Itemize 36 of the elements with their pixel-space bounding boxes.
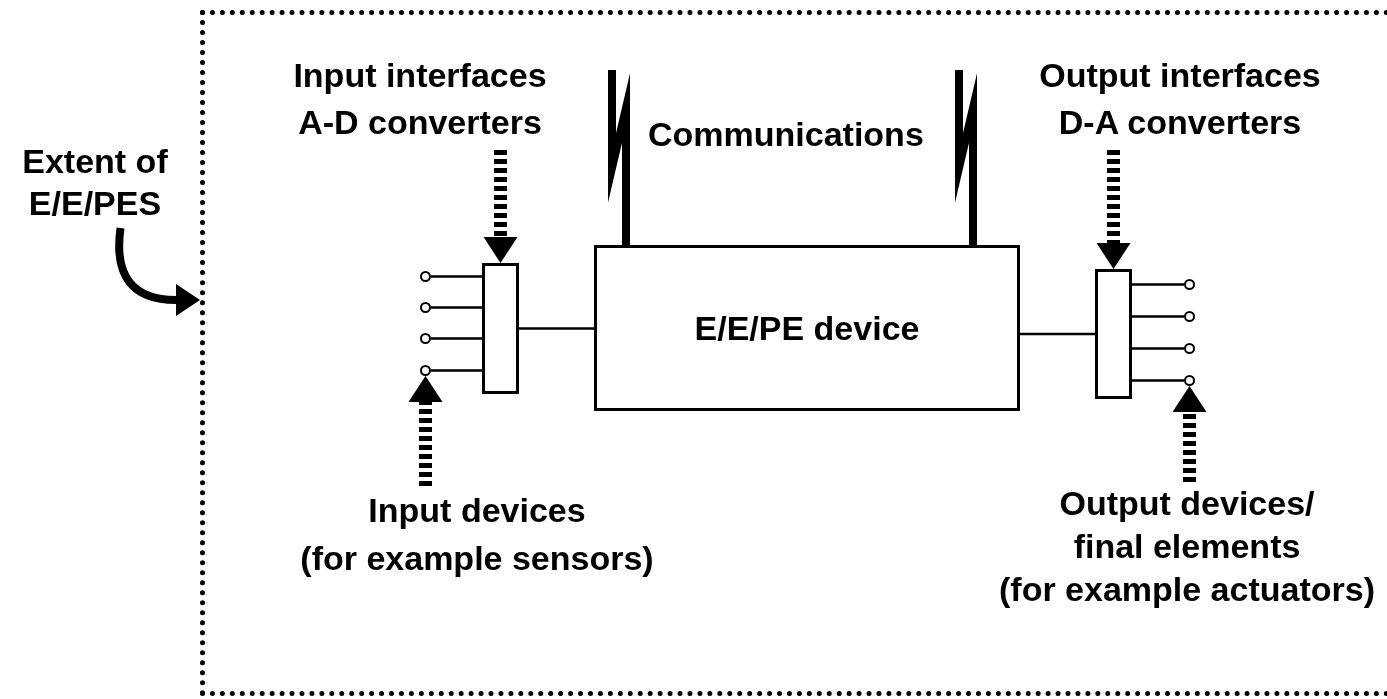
text-label: Input interfaces A-D converters bbox=[292, 55, 548, 143]
connector-line bbox=[431, 369, 482, 372]
terminal-circle bbox=[1184, 343, 1195, 354]
text-label: Output interfaces D-A converters bbox=[1038, 55, 1322, 143]
device-label: E/E/PE device bbox=[694, 308, 920, 348]
terminal-circle bbox=[420, 302, 431, 313]
system-boundary bbox=[200, 10, 1387, 696]
connector-line bbox=[1132, 379, 1184, 382]
arrow bbox=[1096, 150, 1131, 269]
text-label: Input devices bbox=[368, 490, 586, 531]
terminal-circle bbox=[420, 333, 431, 344]
connector-line bbox=[1132, 283, 1184, 286]
text-label: (for example sensors) bbox=[300, 538, 654, 579]
text-label: Extent of E/E/PES bbox=[21, 141, 169, 224]
interface-box bbox=[482, 263, 519, 394]
arrow bbox=[483, 150, 518, 263]
text-label: Communications bbox=[648, 114, 924, 155]
connector-line bbox=[1020, 332, 1095, 336]
terminal-circle bbox=[420, 365, 431, 376]
terminal-circle bbox=[1184, 375, 1195, 386]
connector-line bbox=[431, 337, 482, 340]
arrow bbox=[408, 376, 443, 486]
text-label: (for example actuators) bbox=[999, 569, 1375, 610]
connector-line bbox=[1132, 315, 1184, 318]
arrow bbox=[115, 227, 200, 316]
connector-line bbox=[431, 275, 482, 278]
terminal-circle bbox=[1184, 279, 1195, 290]
terminal-circle bbox=[420, 271, 431, 282]
interface-box bbox=[1095, 269, 1132, 399]
connector-line bbox=[1132, 347, 1184, 350]
connector-line bbox=[519, 327, 594, 330]
arrow bbox=[1172, 386, 1207, 482]
terminal-circle bbox=[1184, 311, 1195, 322]
device-box bbox=[594, 245, 1020, 411]
text-label: Output devices/ final elements bbox=[1058, 483, 1316, 567]
connector-line bbox=[431, 306, 482, 309]
